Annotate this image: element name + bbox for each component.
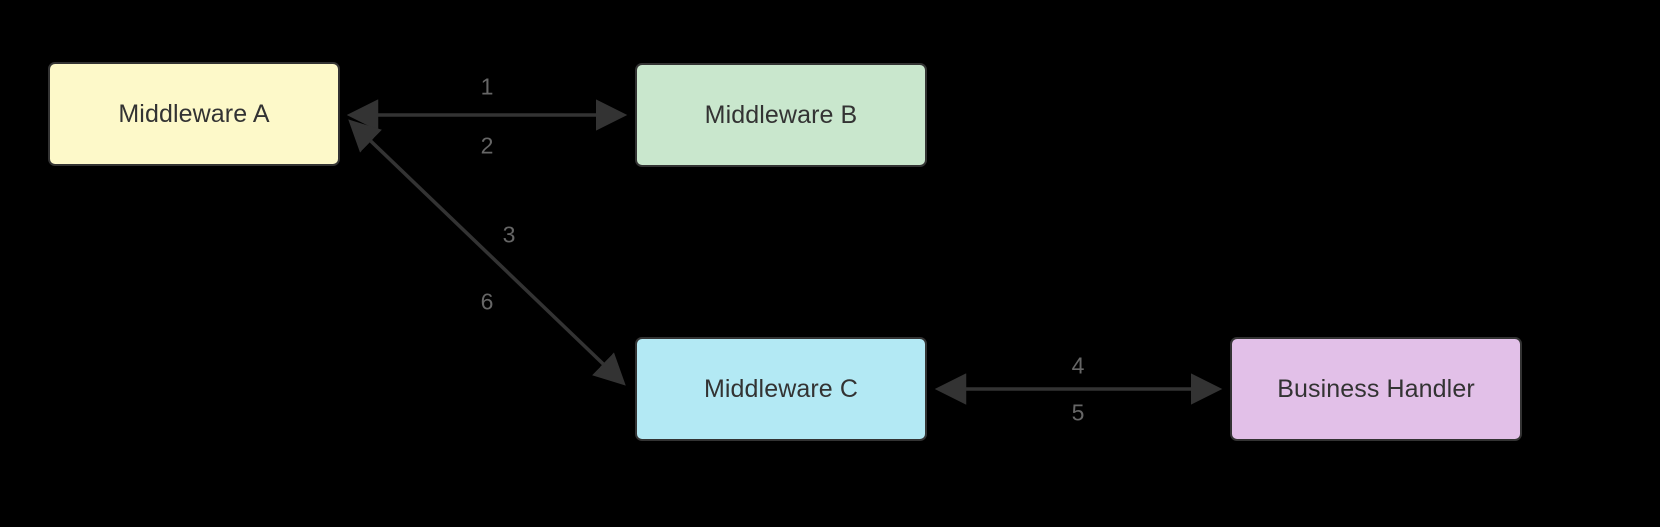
node-middleware-b-label: Middleware B xyxy=(704,100,858,129)
edge-middleware-a-to-middleware-c xyxy=(348,119,626,386)
node-middleware-a-label: Middleware A xyxy=(118,99,270,128)
node-middleware-c-label: Middleware C xyxy=(703,374,859,403)
node-business-handler-label: Business Handler xyxy=(1277,374,1475,403)
node-business-handler[interactable]: Business Handler xyxy=(1230,337,1522,441)
node-middleware-c[interactable]: Middleware C xyxy=(635,337,927,441)
node-middleware-a[interactable]: Middleware A xyxy=(48,62,340,166)
node-middleware-b[interactable]: Middleware B xyxy=(635,63,927,167)
